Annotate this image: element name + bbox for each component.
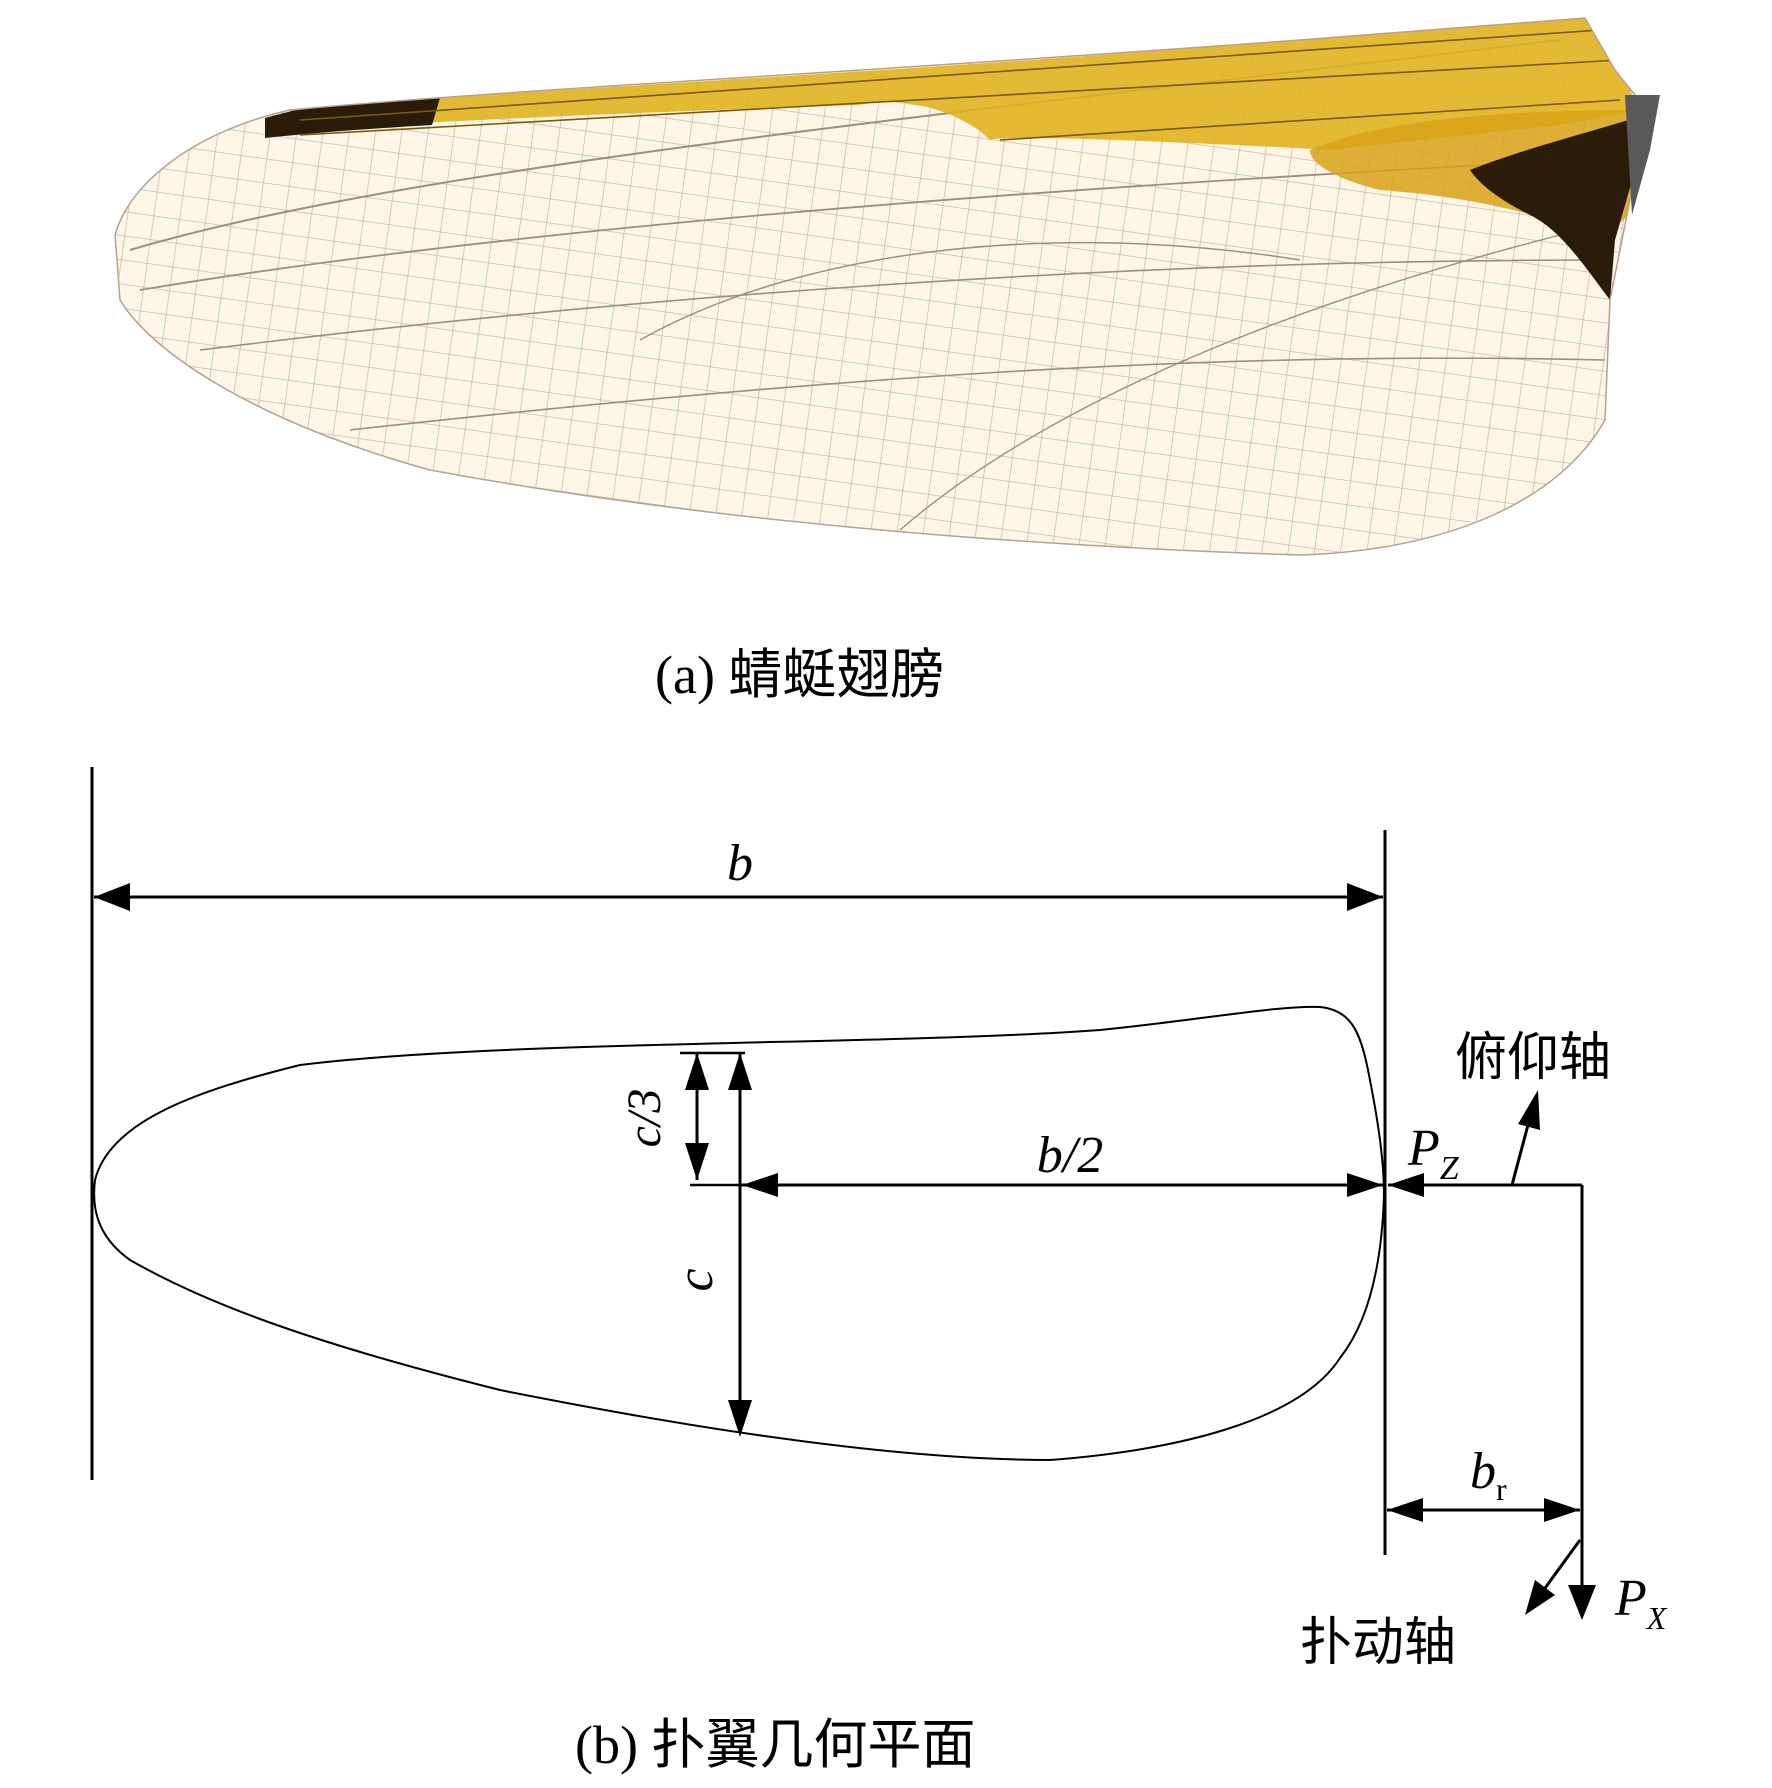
- px-label: PX: [1614, 1570, 1668, 1636]
- pitch-axis-label: 俯仰轴: [1455, 1030, 1611, 1087]
- flap-axis-label: 扑动轴: [1300, 1615, 1456, 1672]
- wing-outline: [93, 1005, 1386, 1462]
- root-offset-label: br: [1470, 1443, 1507, 1507]
- half-span-label: b/2: [1037, 1127, 1103, 1184]
- chord-label: c: [667, 1268, 724, 1291]
- span-label: b: [727, 835, 753, 892]
- caption-a: (a) 蜻蜓翅膀: [655, 645, 945, 705]
- dragonfly-wing-image: [114, 17, 1660, 556]
- caption-b: (b) 扑翼几何平面: [575, 1715, 976, 1775]
- pz-label: PZ: [1407, 1120, 1460, 1187]
- third-chord-label: c/3: [618, 1089, 671, 1148]
